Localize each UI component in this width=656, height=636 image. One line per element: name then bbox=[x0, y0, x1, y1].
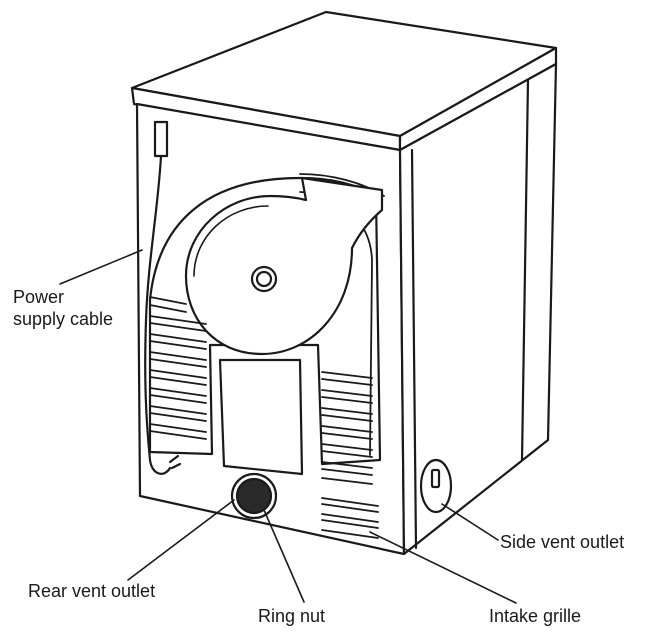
label-intake-grille: Intake grille bbox=[489, 606, 582, 626]
label-ring-nut: Ring nut bbox=[258, 606, 326, 626]
rear-vent-outlet bbox=[230, 472, 278, 520]
fan-scroll bbox=[184, 176, 384, 356]
leader-power bbox=[59, 249, 143, 285]
leader-rear-vent bbox=[127, 499, 235, 581]
central-duct bbox=[218, 358, 304, 476]
leader-intake bbox=[369, 531, 517, 604]
leader-ring-nut bbox=[263, 509, 305, 603]
right-vent-slats bbox=[321, 371, 373, 485]
label-power-line2: supply cable bbox=[13, 309, 114, 329]
intake-grille bbox=[321, 497, 379, 539]
side-vent-outlet bbox=[419, 458, 453, 514]
leader-side-vent bbox=[441, 503, 499, 541]
fan-hub bbox=[250, 265, 278, 293]
label-power-supply-cable: Power supply cable bbox=[13, 286, 113, 330]
label-power-line1: Power bbox=[13, 287, 65, 307]
left-vent-slats bbox=[149, 296, 207, 440]
label-rear-vent-outlet: Rear vent outlet bbox=[28, 581, 156, 601]
label-side-vent-outlet: Side vent outlet bbox=[500, 532, 625, 552]
leader-lines bbox=[59, 249, 517, 604]
power-supply-cable bbox=[144, 154, 182, 475]
dryer-top-lid bbox=[130, 10, 558, 152]
dryer-side-panel bbox=[398, 62, 558, 556]
power-plug-top bbox=[153, 120, 169, 158]
